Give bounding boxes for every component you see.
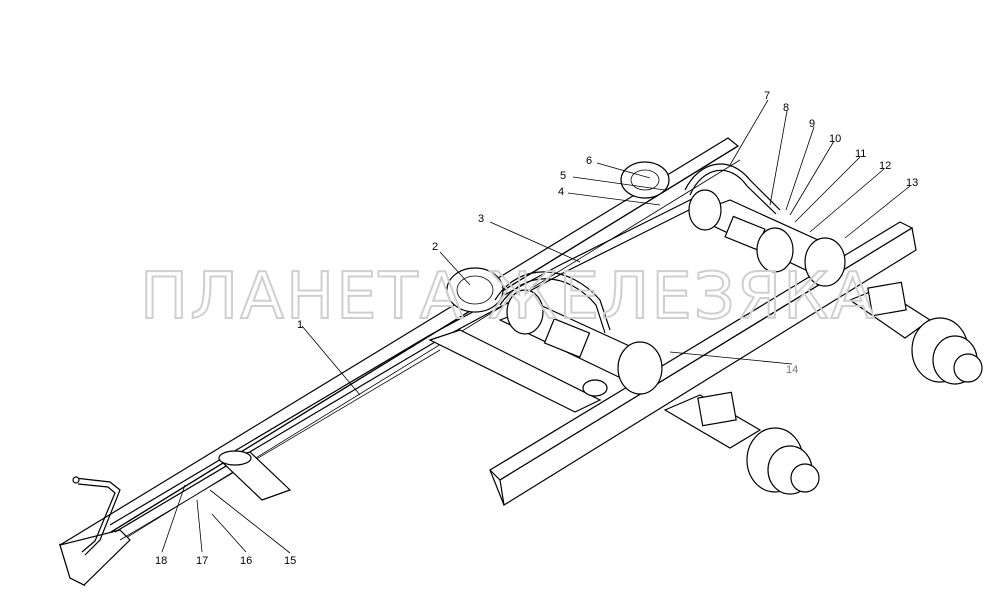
- callout-1: 1: [297, 319, 303, 331]
- callout-labels: 1 2 3 4 5 6 7 8 9 10 11 12 13 14 15 16 1…: [155, 90, 918, 567]
- callout-7: 7: [764, 90, 770, 102]
- axle-rear-housing: [688, 189, 846, 287]
- leader-lines: [161, 99, 911, 554]
- callout-3: 3: [478, 213, 484, 225]
- callout-15: 15: [284, 555, 296, 567]
- callout-10: 10: [829, 133, 841, 145]
- callout-9: 9: [809, 118, 815, 130]
- callout-8: 8: [783, 102, 789, 114]
- cross-member: [428, 329, 602, 413]
- axle-hoses: [494, 163, 781, 334]
- right-frame-rail: [489, 221, 917, 506]
- callout-6: 6: [586, 155, 592, 167]
- front-pipe: [72, 476, 121, 556]
- callout-2: 2: [432, 241, 438, 253]
- callout-11: 11: [855, 148, 866, 160]
- axle-front-housing: [498, 289, 663, 397]
- callout-14: 14: [786, 364, 798, 376]
- callout-13: 13: [906, 177, 918, 189]
- watermark: ПЛАНЕТА ЖЕЛЕЗЯКА: [140, 260, 876, 334]
- callout-16: 16: [240, 555, 252, 567]
- callout-12: 12: [879, 160, 891, 172]
- wheel-hub-rear: [848, 281, 983, 385]
- callout-5: 5: [560, 170, 566, 182]
- brake-chamber-rear: [620, 161, 670, 199]
- callout-4: 4: [558, 186, 564, 198]
- callout-18: 18: [155, 555, 167, 567]
- wheel-hub-front: [663, 391, 820, 495]
- cross-tube-front: [218, 450, 292, 501]
- callout-17: 17: [196, 555, 208, 567]
